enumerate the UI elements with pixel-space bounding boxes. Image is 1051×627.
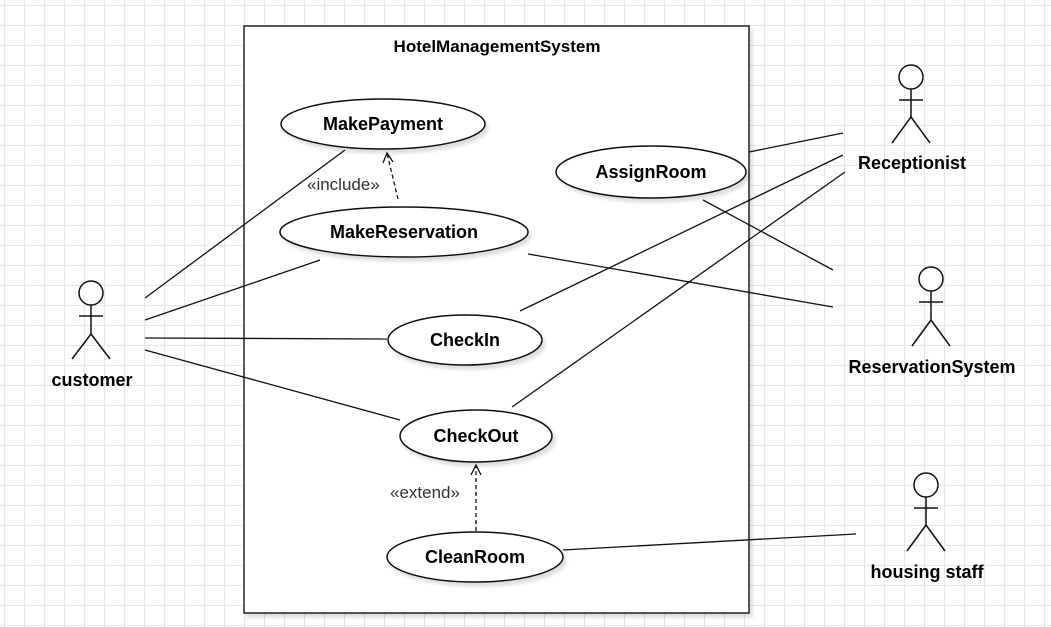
actor-reservationsystem[interactable]: ReservationSystem (848, 266, 1016, 377)
actor-receptionist[interactable]: Receptionist (858, 64, 966, 173)
stick-figure-icon (906, 472, 946, 552)
use-case-label: MakeReservation (330, 222, 478, 242)
use-case-checkin[interactable]: CheckIn (387, 314, 543, 366)
use-case-cleanroom[interactable]: CleanRoom (386, 531, 564, 583)
use-case-label: CheckIn (430, 330, 500, 350)
assoc-customer-makepayment[interactable] (144, 149, 346, 299)
use-case-makepayment[interactable]: MakePayment (280, 98, 486, 150)
include-arrowhead (382, 151, 394, 164)
assoc-customer-checkout[interactable] (144, 349, 401, 421)
assoc-makereservation-reservationsystem[interactable] (527, 253, 834, 308)
use-case-checkout[interactable]: CheckOut (399, 409, 553, 463)
stick-figure-icon (891, 64, 931, 144)
actor-customer[interactable]: customer (51, 280, 133, 390)
actor-label: Receptionist (858, 153, 966, 173)
include-label: «include» (307, 175, 380, 194)
assoc-customer-checkin[interactable] (144, 337, 388, 340)
include-relation[interactable]: «include» (307, 151, 399, 200)
assoc-receptionist-checkout[interactable] (511, 171, 846, 408)
extend-arrowhead (470, 463, 482, 476)
use-case-assignroom[interactable]: AssignRoom (555, 145, 747, 199)
use-case-label: CheckOut (433, 426, 518, 446)
assoc-receptionist-system[interactable] (748, 132, 844, 153)
use-case-label: CleanRoom (425, 547, 525, 567)
system-title: HotelManagementSystem (394, 37, 601, 56)
use-case-label: MakePayment (323, 114, 443, 134)
actor-housingstaff[interactable]: housing staff (871, 472, 985, 582)
assoc-receptionist-checkin[interactable] (519, 154, 844, 312)
assoc-assignroom-reservationsystem[interactable] (702, 199, 834, 271)
actor-label: ReservationSystem (848, 357, 1015, 377)
stick-figure-icon (71, 280, 111, 360)
actor-label: housing staff (871, 562, 985, 582)
actor-label: customer (51, 370, 132, 390)
use-case-label: AssignRoom (595, 162, 706, 182)
stick-figure-icon (911, 266, 951, 347)
associations (144, 132, 857, 551)
extend-label: «extend» (390, 483, 460, 502)
extend-relation[interactable]: «extend» (390, 463, 482, 531)
assoc-customer-makereservation[interactable] (144, 259, 321, 321)
assoc-cleanroom-housingstaff[interactable] (562, 533, 857, 551)
use-case-makereservation[interactable]: MakeReservation (279, 206, 529, 258)
